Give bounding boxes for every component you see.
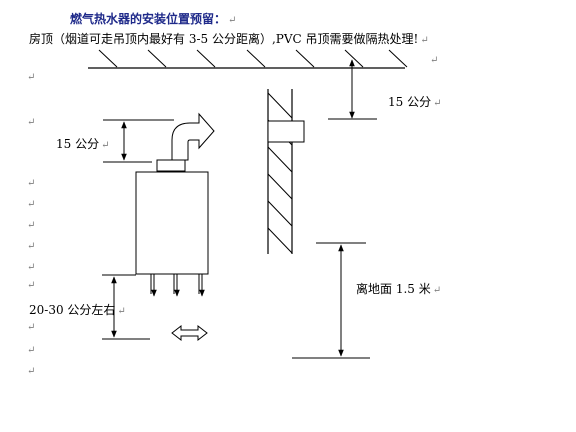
pipe-gap-label: 15 公分↵ [56,137,110,151]
paragraph-mark: ↵ [27,117,36,128]
paragraph-mark: ↵ [117,306,126,317]
ceiling-gap-dimension [328,59,377,120]
ceiling-gap-label: 15 公分↵ [388,95,442,109]
paragraph-mark: ↵ [27,280,36,291]
paragraph-mark: ↵ [27,241,36,252]
description-text: 房顶（烟道可走吊顶内最好有 3-5 公分距离）,PVC 吊顶需要做隔热处理!↵ [29,30,429,47]
paragraph-mark: ↵ [101,140,110,151]
paragraph-mark: ↵ [27,366,36,377]
paragraph-mark: ↵ [27,220,36,231]
bottom-gap-dimension [102,274,150,340]
paragraph-mark: ↵ [27,178,36,189]
flue-pipe [171,112,305,161]
paragraph-mark: ↵ [430,55,439,66]
double-arrow-symbol [171,324,208,342]
pipe-gap-dimension [103,119,174,163]
paragraph-mark: ↵ [27,199,36,210]
paragraph-mark: ↵ [432,285,442,296]
bottom-gap-label: 20-30 公分左右↵ [29,303,126,317]
paragraph-mark: ↵ [433,98,442,109]
water-heater [135,159,209,275]
description-content: 房顶（烟道可走吊顶内最好有 3-5 公分距离）,PVC 吊顶需要做隔热处理! [29,32,419,46]
floor-height-dimension [292,242,370,359]
wall [267,89,293,254]
outlet-arrows [150,274,205,297]
paragraph-mark: ↵ [27,322,36,333]
paragraph-mark: ↵ [27,72,36,83]
ceiling [88,49,408,69]
paragraph-mark: ↵ [27,345,36,356]
paragraph-mark: ↵ [228,15,237,26]
title-text: 燃气热水器的安装位置预留： [70,12,227,26]
diagram-title: 燃气热水器的安装位置预留：↵ [70,10,236,27]
floor-height-label: 离地面 1.5 米↵ [356,282,442,296]
paragraph-mark: ↵ [27,262,36,273]
paragraph-mark: ↵ [420,35,429,46]
